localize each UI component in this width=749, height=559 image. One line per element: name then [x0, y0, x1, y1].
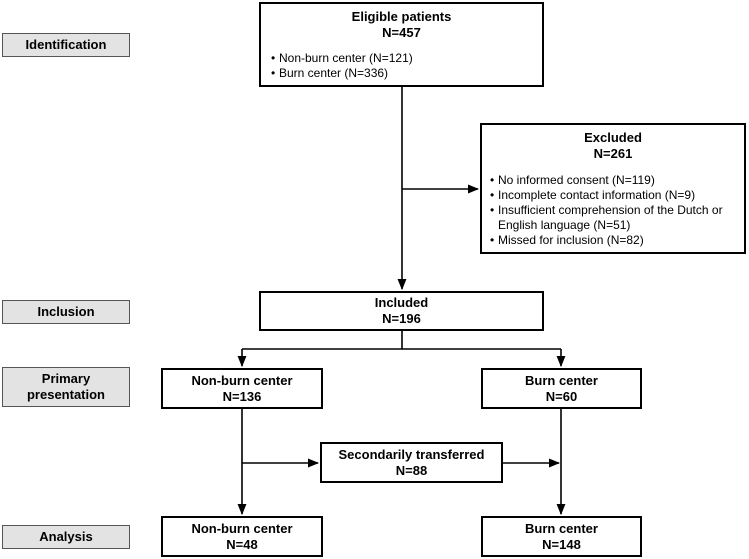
excluded-count: N=261: [593, 146, 633, 161]
transferred-box: Secondarily transferred N=88: [320, 442, 503, 483]
exclusion-reason: Insufficient comprehension of the Dutch …: [490, 203, 736, 233]
primary-nonburn-box: Non-burn center N=136: [161, 368, 323, 409]
stage-inclusion: Inclusion: [2, 300, 130, 324]
primary-burn-box: Burn center N=60: [481, 368, 642, 409]
included-count: N=196: [382, 311, 421, 326]
excluded-title: Excluded: [584, 130, 642, 145]
eligible-breakdown-list: Non-burn center (N=121) Burn center (N=3…: [271, 51, 532, 81]
stage-analysis: Analysis: [2, 525, 130, 549]
exclusion-reason: Incomplete contact information (N=9): [490, 188, 736, 203]
eligible-title: Eligible patients: [351, 9, 452, 24]
transferred-count: N=88: [395, 462, 428, 478]
analysis-burn-box: Burn center N=148: [481, 516, 642, 557]
exclusion-reasons-list: No informed consent (N=119) Incomplete c…: [490, 173, 736, 248]
eligible-item: Burn center (N=336): [271, 66, 532, 81]
analysis-burn-count: N=148: [542, 536, 581, 552]
stage-identification: Identification: [2, 33, 130, 57]
included-box: Included N=196: [259, 291, 544, 331]
analysis-nonburn-count: N=48: [226, 536, 258, 552]
exclusion-reason: Missed for inclusion (N=82): [490, 233, 736, 248]
eligible-count: N=457: [382, 25, 421, 40]
exclusion-reason: No informed consent (N=119): [490, 173, 736, 188]
excluded-box: Excluded N=261 No informed consent (N=11…: [480, 123, 746, 254]
eligible-patients-box: Eligible patients N=457 Non-burn center …: [259, 2, 544, 87]
included-title: Included: [374, 295, 429, 310]
primary-nonburn-title: Non-burn center: [191, 372, 293, 388]
eligible-item: Non-burn center (N=121): [271, 51, 532, 66]
analysis-nonburn-title: Non-burn center: [191, 520, 293, 536]
primary-burn-count: N=60: [545, 388, 578, 404]
stage-primary-presentation: Primary presentation: [2, 367, 130, 407]
primary-burn-title: Burn center: [525, 372, 598, 388]
analysis-nonburn-box: Non-burn center N=48: [161, 516, 323, 557]
analysis-burn-title: Burn center: [525, 520, 598, 536]
transferred-title: Secondarily transferred: [338, 446, 485, 462]
primary-nonburn-count: N=136: [222, 388, 262, 404]
